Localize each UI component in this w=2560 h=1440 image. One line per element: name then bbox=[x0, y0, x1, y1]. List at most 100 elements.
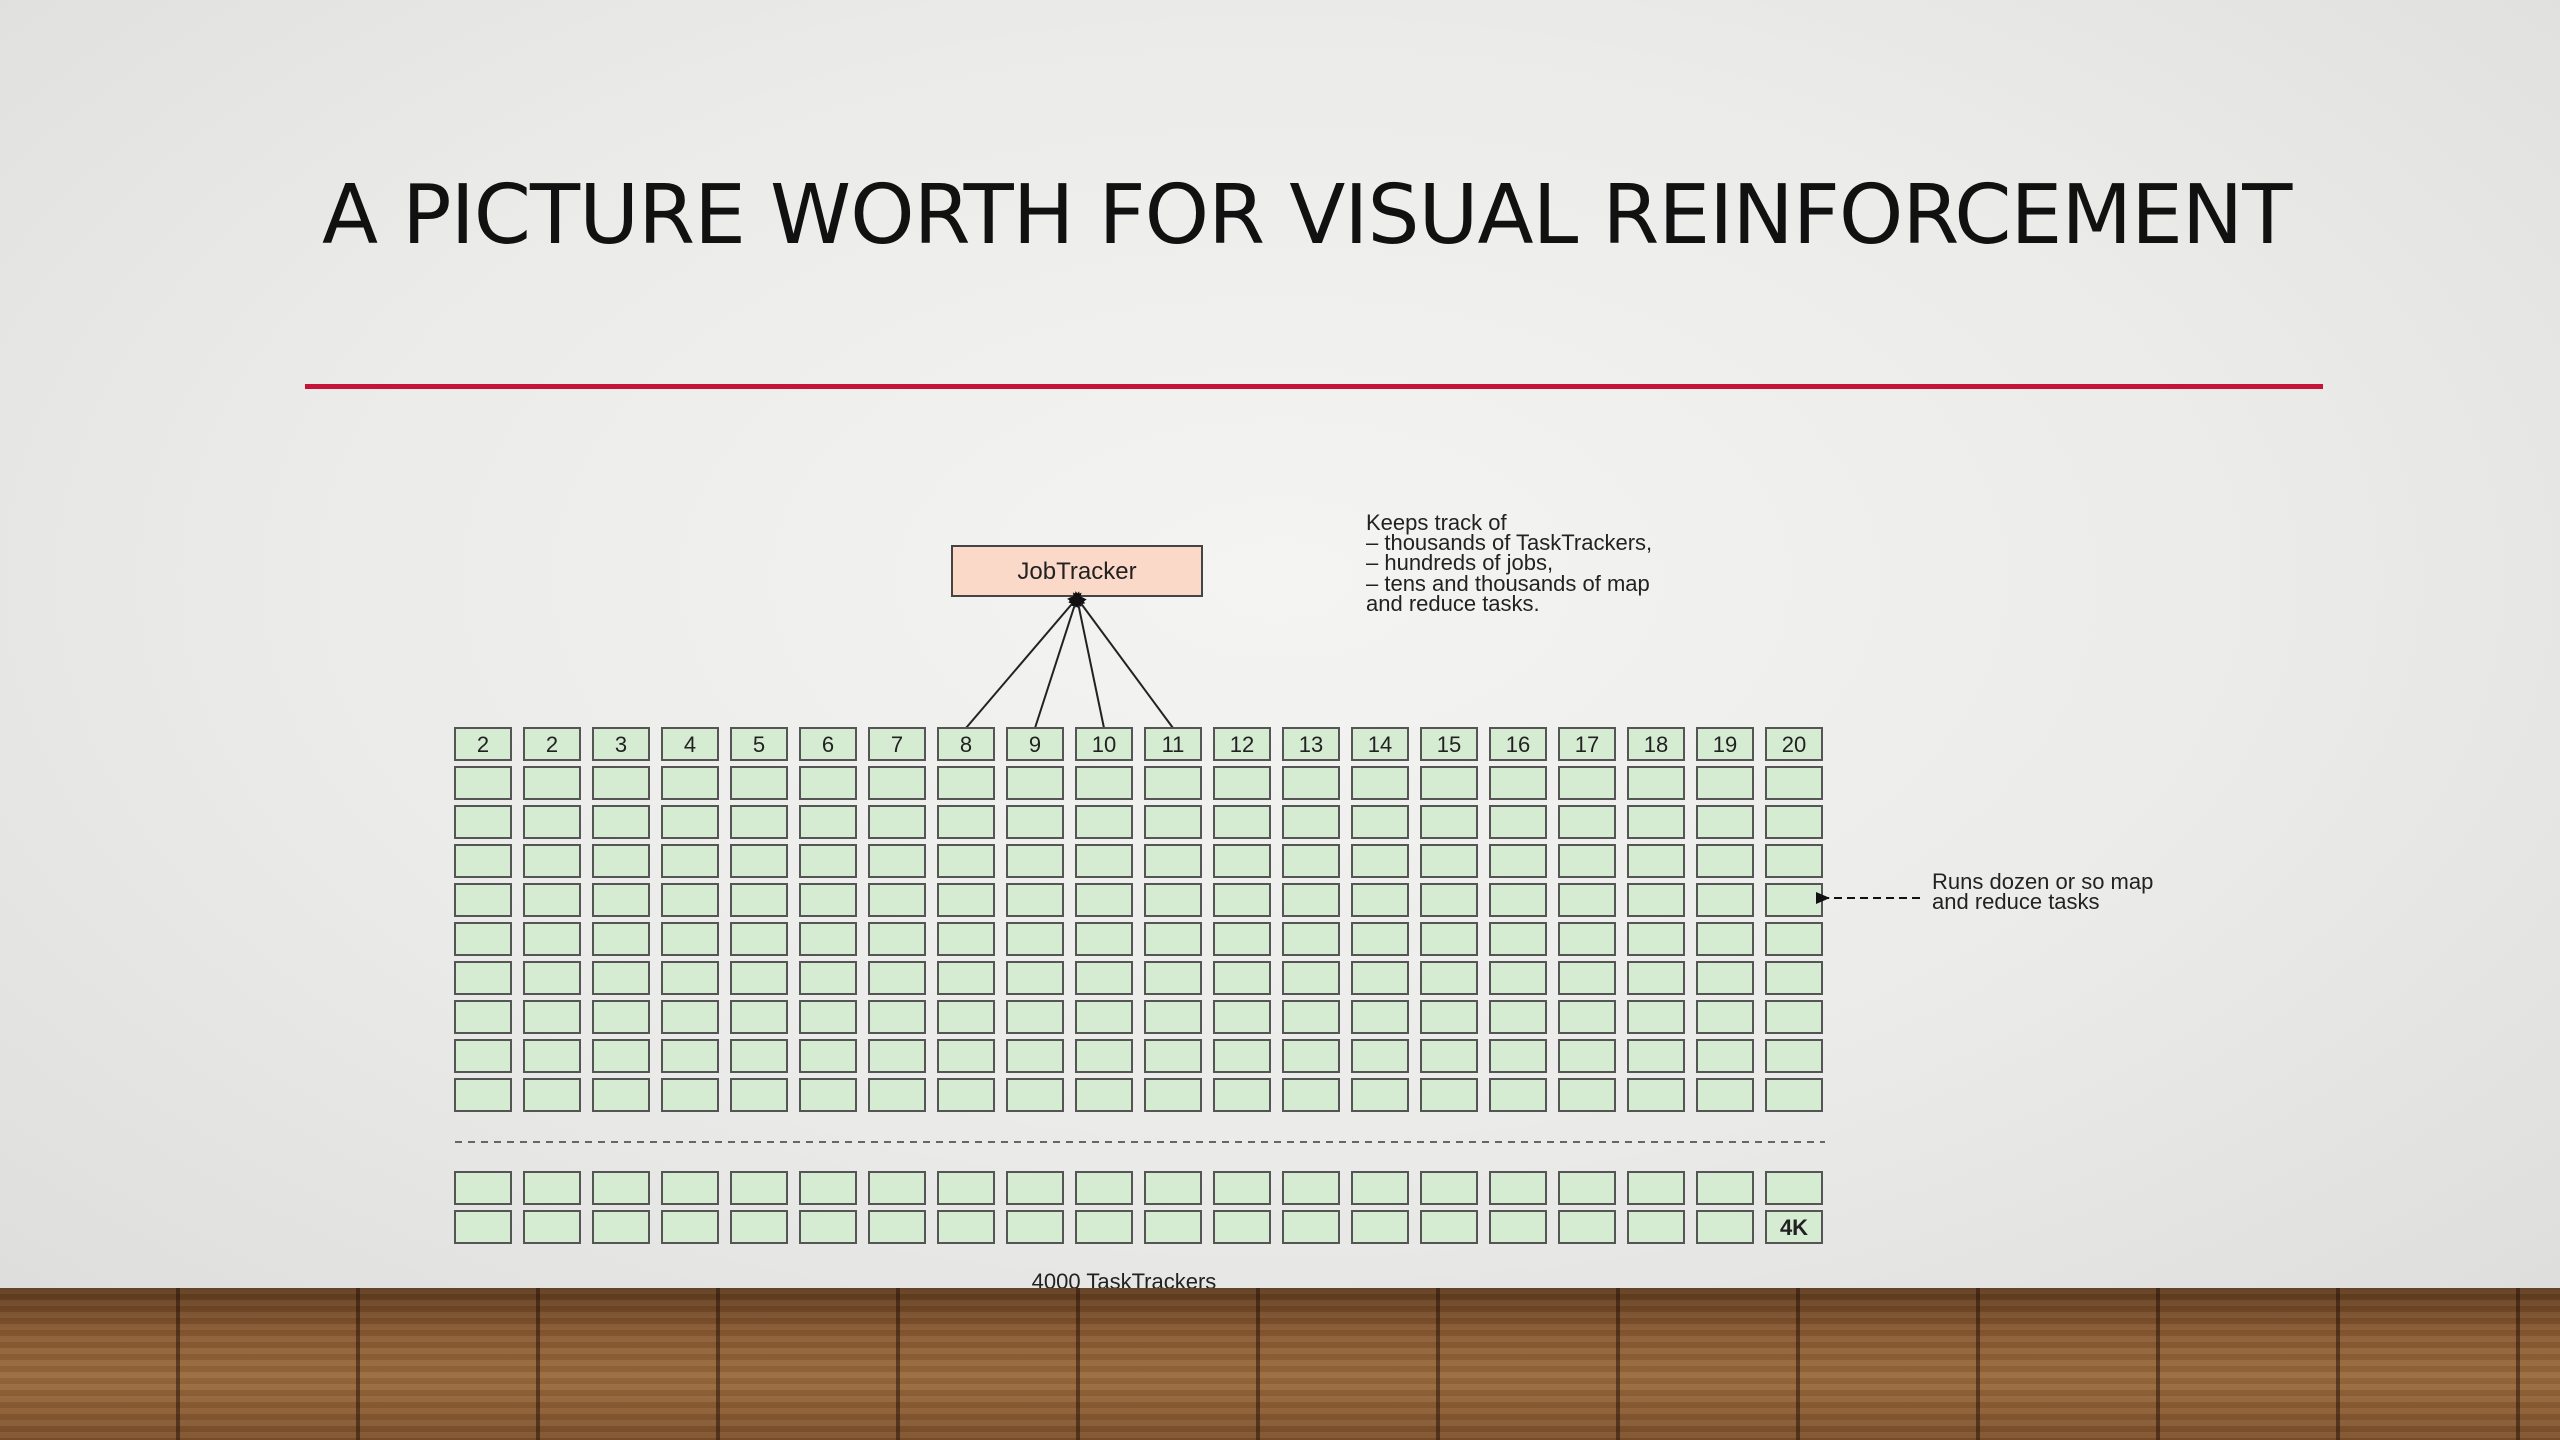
tasktracker-cell bbox=[1213, 805, 1271, 839]
tasktracker-cell bbox=[1627, 1000, 1685, 1034]
tasktracker-cell bbox=[1558, 883, 1616, 917]
tasktracker-cell bbox=[1696, 883, 1754, 917]
tasktracker-cell bbox=[1627, 1039, 1685, 1073]
jobtracker-links bbox=[965, 591, 1174, 729]
tasktracker-cell bbox=[937, 844, 995, 878]
tasktracker-cell bbox=[661, 1039, 719, 1073]
tasktracker-cell bbox=[937, 1078, 995, 1112]
tasktracker-cell bbox=[868, 883, 926, 917]
tasktracker-cell bbox=[661, 805, 719, 839]
tasktracker-cell bbox=[661, 1171, 719, 1205]
tasktracker-cell bbox=[523, 1171, 581, 1205]
tasktracker-cell bbox=[1420, 883, 1478, 917]
tasktracker-cell bbox=[730, 766, 788, 800]
tasktracker-cell bbox=[1765, 805, 1823, 839]
tasktracker-cell bbox=[1558, 1171, 1616, 1205]
tasktracker-cell bbox=[1489, 1078, 1547, 1112]
note-line-4: – tens and thousands of map bbox=[1366, 571, 1650, 596]
tasktracker-cell bbox=[1627, 883, 1685, 917]
tasktracker-cell bbox=[937, 961, 995, 995]
tasktracker-cell bbox=[1558, 1039, 1616, 1073]
tasktracker-cell bbox=[730, 1078, 788, 1112]
tasktracker-cell bbox=[1213, 883, 1271, 917]
column-header-cell-label: 17 bbox=[1575, 732, 1599, 757]
tasktracker-cell bbox=[1282, 922, 1340, 956]
tasktracker-cell bbox=[1351, 961, 1409, 995]
tasktracker-cell bbox=[1006, 883, 1064, 917]
tasktracker-cell bbox=[1627, 1078, 1685, 1112]
tasktracker-cell bbox=[868, 961, 926, 995]
tasktracker-cell bbox=[868, 766, 926, 800]
column-header-cell-label: 9 bbox=[1029, 732, 1041, 757]
tasktracker-cell bbox=[1282, 1210, 1340, 1244]
keeps-track-note: Keeps track of – thousands of TaskTracke… bbox=[1366, 510, 1658, 616]
tasktracker-cell bbox=[937, 766, 995, 800]
tasktracker-cell bbox=[868, 844, 926, 878]
tasktracker-cell bbox=[1006, 805, 1064, 839]
tasktracker-cell bbox=[937, 1000, 995, 1034]
tasktracker-cell bbox=[1144, 883, 1202, 917]
column-header-cell-label: 16 bbox=[1506, 732, 1530, 757]
tasktracker-cell bbox=[868, 1039, 926, 1073]
tasktracker-cell bbox=[1006, 922, 1064, 956]
column-header-cell bbox=[1696, 727, 1754, 761]
tasktracker-cell bbox=[1351, 844, 1409, 878]
tasktracker-cell bbox=[1420, 766, 1478, 800]
column-header-cell-label: 20 bbox=[1782, 732, 1806, 757]
tasktracker-cell bbox=[1558, 961, 1616, 995]
tasktracker-cell bbox=[730, 805, 788, 839]
tasktracker-cell bbox=[1558, 805, 1616, 839]
tasktracker-cell bbox=[799, 1000, 857, 1034]
tasktracker-cell bbox=[1351, 1078, 1409, 1112]
column-header-cell-label: 18 bbox=[1644, 732, 1668, 757]
column-header-cell bbox=[454, 727, 512, 761]
tasktracker-cell bbox=[1420, 805, 1478, 839]
tasktracker-cell bbox=[937, 883, 995, 917]
column-header-cell bbox=[868, 727, 926, 761]
tasktracker-cell bbox=[730, 961, 788, 995]
tasktracker-cell bbox=[661, 766, 719, 800]
tasktracker-cell bbox=[1420, 961, 1478, 995]
tasktracker-cell bbox=[1420, 1171, 1478, 1205]
column-header-cell bbox=[1558, 727, 1616, 761]
tasktracker-cell bbox=[1144, 1039, 1202, 1073]
tasktracker-cell bbox=[1075, 1210, 1133, 1244]
tasktracker-cell bbox=[523, 922, 581, 956]
tasktracker-cell bbox=[661, 844, 719, 878]
tasktracker-cell bbox=[454, 1000, 512, 1034]
tasktracker-cell bbox=[1627, 805, 1685, 839]
tasktracker-cell bbox=[1075, 1171, 1133, 1205]
tasktracker-cell bbox=[1144, 805, 1202, 839]
tasktracker-cell bbox=[1213, 766, 1271, 800]
note-line-2: – thousands of TaskTrackers, bbox=[1366, 530, 1652, 555]
tasktracker-cell bbox=[730, 922, 788, 956]
tasktracker-cell bbox=[868, 805, 926, 839]
column-header-cell bbox=[799, 727, 857, 761]
tasktracker-cell bbox=[730, 1000, 788, 1034]
column-header-cell-label: 15 bbox=[1437, 732, 1461, 757]
column-header-cell bbox=[730, 727, 788, 761]
jobtracker-label: JobTracker bbox=[1017, 558, 1136, 585]
tasktracker-cell bbox=[1282, 883, 1340, 917]
tasktracker-cell bbox=[799, 805, 857, 839]
tasktracker-cell bbox=[592, 844, 650, 878]
column-header-cell bbox=[1765, 727, 1823, 761]
tasktracker-cell bbox=[1696, 961, 1754, 995]
tasktracker-cell bbox=[523, 883, 581, 917]
tasktracker-cell bbox=[1558, 1210, 1616, 1244]
tasktracker-cell bbox=[1420, 1039, 1478, 1073]
tasktracker-cell bbox=[1006, 1210, 1064, 1244]
tasktracker-cell bbox=[1351, 883, 1409, 917]
tasktracker-cell bbox=[592, 961, 650, 995]
tasktracker-cell bbox=[1765, 922, 1823, 956]
tasktracker-cell bbox=[937, 922, 995, 956]
column-header-cell-label: 10 bbox=[1092, 732, 1116, 757]
tasktracker-cell bbox=[1765, 883, 1823, 917]
jobtracker-link-line bbox=[1034, 591, 1082, 729]
column-header-cell-label: 6 bbox=[822, 732, 834, 757]
tasktracker-cell bbox=[868, 1078, 926, 1112]
tasktracker-cell bbox=[1351, 1210, 1409, 1244]
tasktracker-cell bbox=[1765, 844, 1823, 878]
note-line-5: and reduce tasks. bbox=[1366, 591, 1540, 616]
